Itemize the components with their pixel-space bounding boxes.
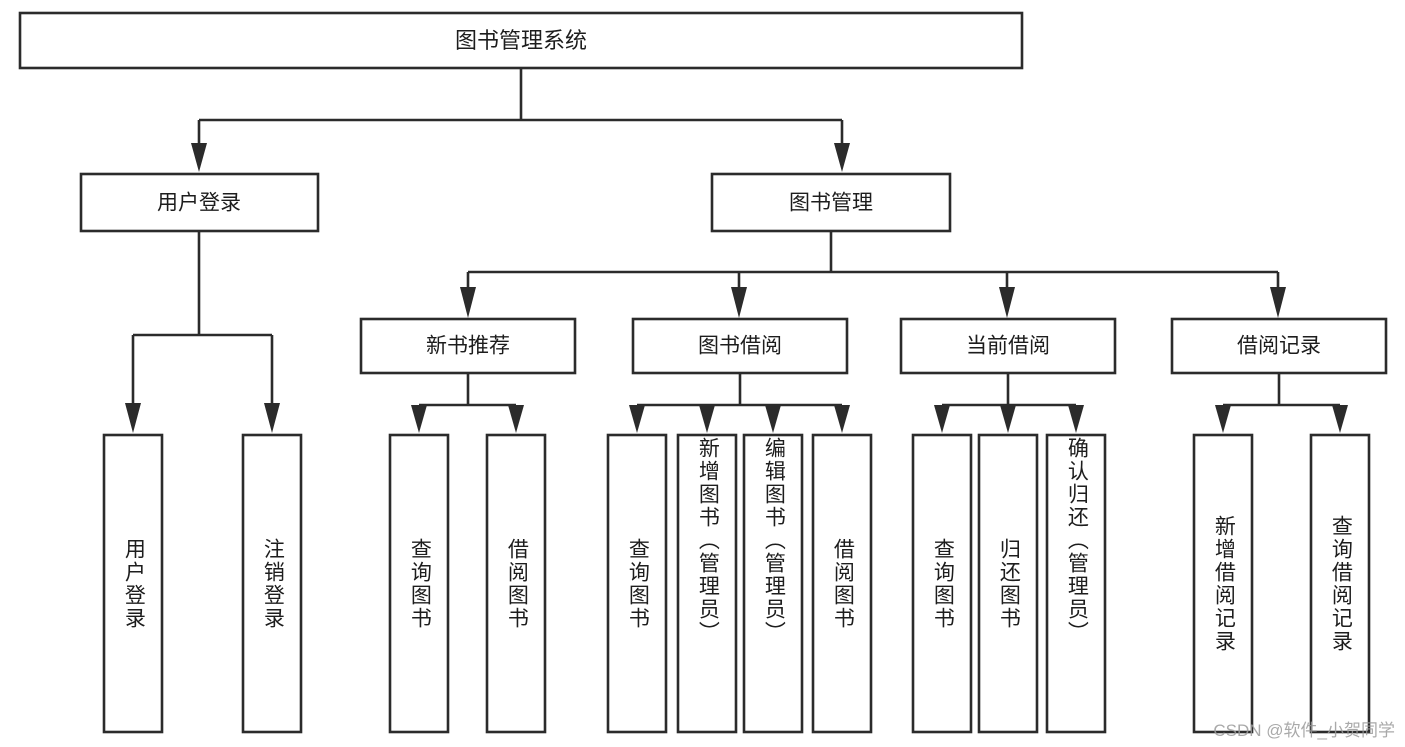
arrow-borrow-record-leaf-2: [1332, 405, 1348, 433]
leaf-book-borrow-3-box[interactable]: [742, 433, 804, 734]
arrow-book-borrow-leaf-3: [765, 405, 781, 433]
leaf-user-login-1-box[interactable]: [102, 433, 164, 734]
node-borrow-record-label: 借阅记录: [1237, 335, 1321, 358]
arrow-book-mgmt-to-record: [1270, 287, 1286, 318]
node-book-borrow-label: 图书借阅: [698, 335, 782, 358]
node-current-borrow-label: 当前借阅: [966, 335, 1050, 358]
node-book-borrow-box[interactable]: [631, 317, 849, 375]
leaf-new-book-2-box[interactable]: [485, 433, 547, 734]
leaf-user-login-2-box[interactable]: [241, 433, 303, 734]
arrow-current-borrow-leaf-1: [934, 405, 950, 433]
arrow-book-mgmt-to-new-book: [460, 287, 476, 318]
node-current-borrow-box[interactable]: [899, 317, 1117, 375]
arrow-borrow-record-leaf-1: [1215, 405, 1231, 433]
arrow-root-to-book-mgmt: [834, 143, 850, 172]
arrow-book-borrow-leaf-1: [629, 405, 645, 433]
arrow-root-to-user-login: [191, 143, 207, 172]
arrow-current-borrow-leaf-2: [1000, 405, 1016, 433]
leaf-borrow-record-1-box[interactable]: [1192, 433, 1254, 734]
arrow-new-book-leaf-2: [508, 405, 524, 433]
leaf-current-borrow-3-box[interactable]: [1045, 433, 1107, 734]
arrow-book-borrow-leaf-2: [699, 405, 715, 433]
leaf-book-borrow-2-box[interactable]: [676, 433, 738, 734]
arrow-book-mgmt-to-borrow: [731, 287, 747, 318]
arrow-current-borrow-leaf-3: [1068, 405, 1084, 433]
arrow-new-book-leaf-1: [411, 405, 427, 433]
leaf-current-borrow-2-box[interactable]: [977, 433, 1039, 734]
node-book-management-box[interactable]: [710, 172, 952, 233]
arrow-user-login-leaf-2: [264, 403, 280, 433]
leaf-current-borrow-1-box[interactable]: [911, 433, 973, 734]
arrow-user-login-leaf-1: [125, 403, 141, 433]
node-root-box[interactable]: [18, 11, 1024, 70]
arrow-book-mgmt-to-current: [999, 287, 1015, 318]
arrow-book-borrow-leaf-4: [834, 405, 850, 433]
leaf-new-book-1-box[interactable]: [388, 433, 450, 734]
node-new-book-box[interactable]: [359, 317, 577, 375]
node-user-login-label: 用户登录: [157, 192, 241, 215]
node-root-label: 图书管理系统: [455, 28, 587, 53]
leaf-borrow-record-2-box[interactable]: [1309, 433, 1371, 734]
node-borrow-record-box[interactable]: [1170, 317, 1388, 375]
leaf-book-borrow-4-box[interactable]: [811, 433, 873, 734]
leaf-book-borrow-1-box[interactable]: [606, 433, 668, 734]
node-new-book-label: 新书推荐: [426, 335, 510, 358]
node-book-management-label: 图书管理: [789, 192, 873, 215]
